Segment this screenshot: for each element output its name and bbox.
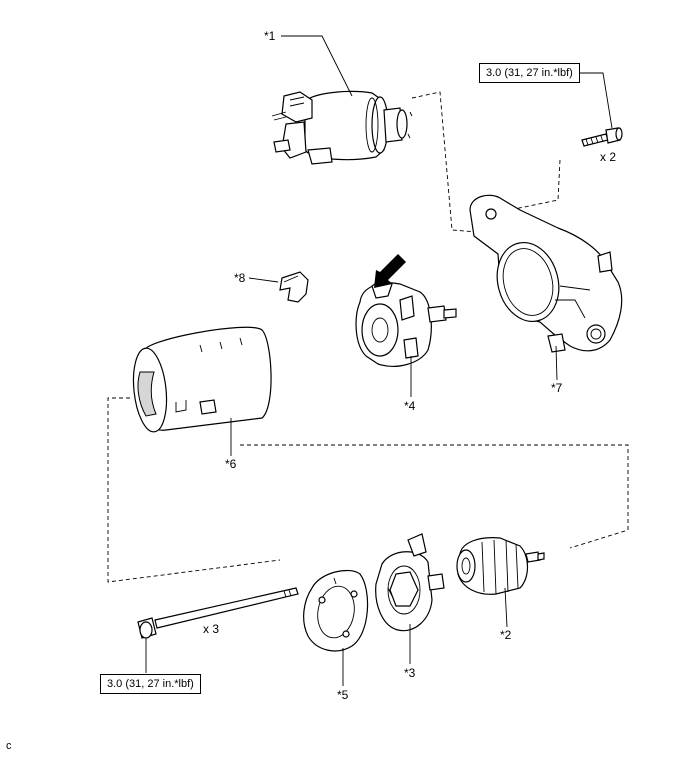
- magnetic-switch-assembly: [271, 90, 413, 165]
- illustration-code: c: [6, 740, 12, 752]
- callout-7: *7: [551, 381, 563, 395]
- alignment-line-bolt: [499, 159, 561, 213]
- yoke-assembly: [132, 326, 272, 433]
- callout-1: *1: [264, 29, 276, 43]
- starter-housing: [469, 194, 623, 353]
- alignment-line-yoke-left: [107, 397, 281, 583]
- callout-2: *2: [500, 628, 512, 642]
- bolt-quantity-top: x 2: [600, 150, 617, 164]
- through-bolt-quantity: x 3: [203, 622, 220, 636]
- callout-4: *4: [404, 399, 416, 413]
- callout-8: *8: [234, 271, 246, 285]
- commutator-end-frame: [303, 569, 369, 652]
- callout-3: *3: [404, 666, 416, 680]
- starter-clutch: [456, 537, 545, 595]
- leader-torque-top: [573, 72, 613, 129]
- armature-plate: [375, 533, 445, 632]
- torque-spec-top: 3.0 (31, 27 in.*lbf): [479, 63, 580, 83]
- leader-c2: [504, 587, 508, 628]
- bolt-top: [581, 127, 623, 147]
- leader-c7: [555, 345, 558, 381]
- alignment-line-yoke-right: [240, 444, 629, 549]
- leader-c1: [281, 35, 353, 97]
- alignment-line-solenoid: [411, 91, 479, 233]
- leader-c8: [248, 277, 279, 283]
- callout-5: *5: [337, 688, 349, 702]
- torque-spec-bottom: 3.0 (31, 27 in.*lbf): [100, 674, 201, 694]
- callout-6: *6: [225, 457, 237, 471]
- drive-lever: [279, 271, 309, 303]
- brush-holder: [355, 254, 457, 367]
